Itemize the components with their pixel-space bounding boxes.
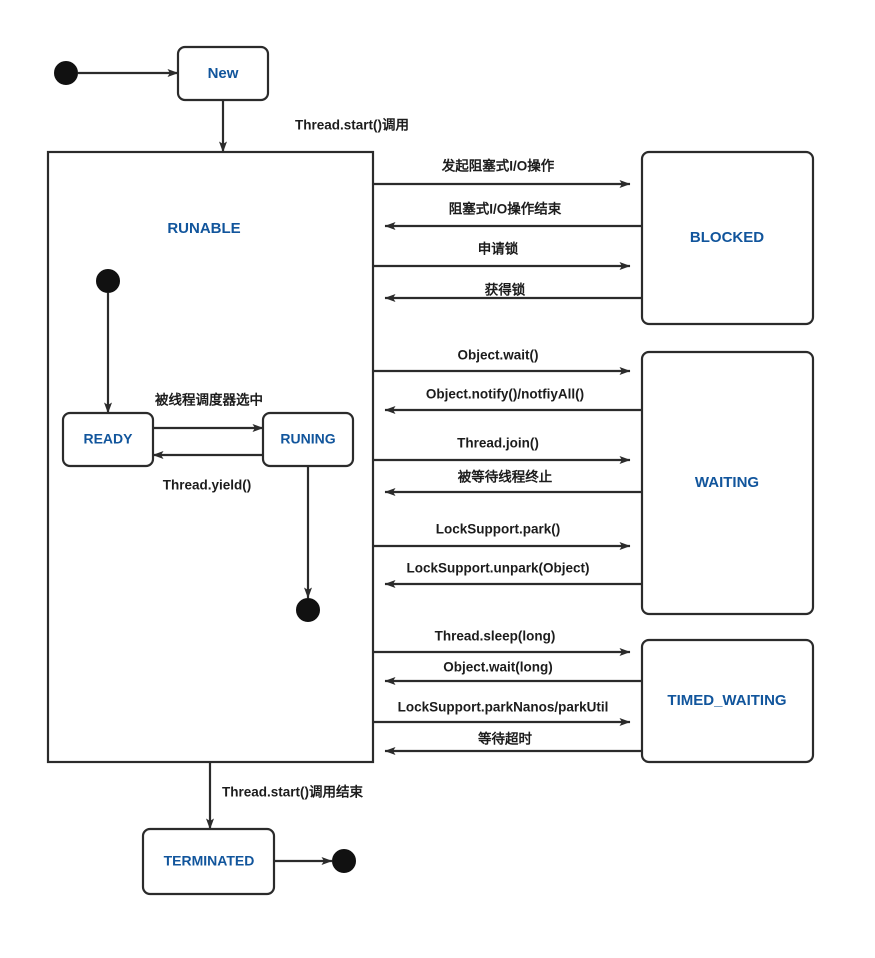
state-label-terminated: TERMINATED xyxy=(164,853,255,869)
edge-label-runable-to-terminated: Thread.start()调用结束 xyxy=(222,784,364,800)
runable-final-state-dot xyxy=(296,598,320,622)
state-label-runable: RUNABLE xyxy=(167,220,240,237)
state-box-ready[interactable] xyxy=(61,411,155,468)
edge-label-waiting-3: 被等待线程终止 xyxy=(458,469,553,485)
state-label-ready: READY xyxy=(83,431,133,447)
edge-label-waiting-0: Object.wait() xyxy=(457,348,538,363)
edge-label-timed-3: 等待超时 xyxy=(478,731,532,747)
edge-label-blocked-0: 发起阻塞式I/O操作 xyxy=(441,158,555,174)
edge-label-waiting-1: Object.notify()/notfiyAll() xyxy=(426,387,584,402)
state-label-blocked: BLOCKED xyxy=(690,229,764,246)
edge-label-blocked-2: 申请锁 xyxy=(478,241,519,257)
state-box-blocked[interactable] xyxy=(640,150,815,326)
edge-label-start-to-runable: Thread.start()调用 xyxy=(295,118,409,133)
state-box-timed-waiting[interactable] xyxy=(640,638,815,764)
final-state-dot xyxy=(332,849,356,873)
edge-label-blocked-1: 阻塞式I/O操作结束 xyxy=(449,201,562,217)
runable-initial-state-dot xyxy=(96,269,120,293)
state-label-new: New xyxy=(208,65,239,82)
edge-label-waiting-4: LockSupport.park() xyxy=(436,522,561,537)
edge-label-blocked-3: 获得锁 xyxy=(485,282,526,298)
state-label-timed-waiting: TIMED_WAITING xyxy=(667,692,786,709)
state-label-runing: RUNING xyxy=(280,431,335,447)
edge-label-waiting-5: LockSupport.unpark(Object) xyxy=(406,561,589,576)
state-box-waiting[interactable] xyxy=(640,350,815,616)
edge-label-timed-1: Object.wait(long) xyxy=(443,660,553,675)
edge-label-waiting-2: Thread.join() xyxy=(457,436,539,451)
edge-label-timed-2: LockSupport.parkNanos/parkUtil xyxy=(398,700,609,715)
edge-label-runing-to-ready: Thread.yield() xyxy=(163,478,252,493)
initial-state-dot xyxy=(54,61,78,85)
edge-label-timed-0: Thread.sleep(long) xyxy=(435,629,556,644)
state-label-waiting: WAITING xyxy=(695,474,759,491)
edge-label-ready-to-runing: 被线程调度器选中 xyxy=(155,392,263,408)
